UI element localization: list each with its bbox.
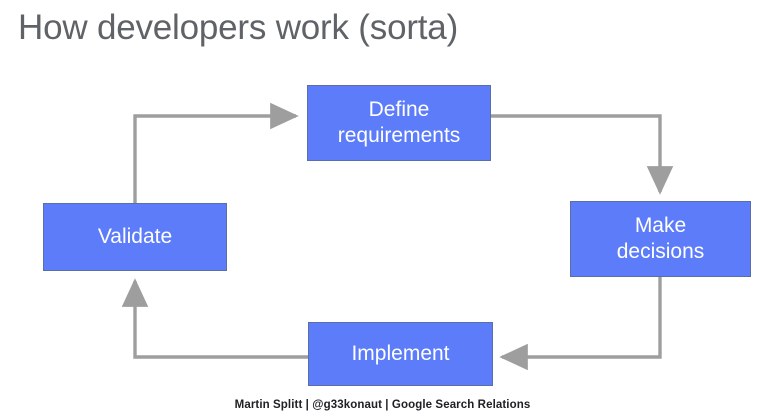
flow-node-validate[interactable]: Validate xyxy=(43,203,227,271)
flow-node-define-requirements[interactable]: Define requirements xyxy=(307,85,491,161)
flow-node-implement-label: Implement xyxy=(351,342,450,366)
edge-validate-to-define xyxy=(133,102,299,203)
flow-node-define-requirements-label: Define requirements xyxy=(337,98,461,147)
edge-define-to-make xyxy=(491,114,674,195)
flow-node-validate-label: Validate xyxy=(97,225,173,249)
flow-node-implement[interactable]: Implement xyxy=(308,322,493,386)
flow-node-make-decisions[interactable]: Make decisions xyxy=(570,201,751,277)
page-title: How developers work (sorta) xyxy=(18,8,459,47)
slide-footer-credit: Martin Splitt | @g33konaut | Google Sear… xyxy=(234,399,531,411)
flow-node-make-decisions-label: Make decisions xyxy=(616,214,705,263)
edge-make-to-implement xyxy=(499,277,662,371)
edge-implement-to-validate xyxy=(121,278,308,359)
